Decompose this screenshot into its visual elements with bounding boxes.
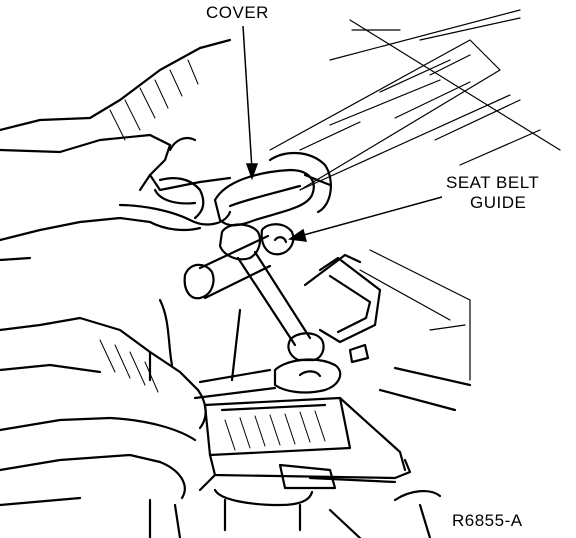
bracket-shading bbox=[224, 410, 326, 451]
figure-code-label: R6855-A bbox=[452, 511, 523, 530]
lower-hand-shading bbox=[99, 339, 159, 393]
cover-label: COVER bbox=[206, 3, 269, 22]
seat-belt-guide bbox=[183, 223, 382, 364]
cover bbox=[213, 151, 332, 227]
lower-hand bbox=[0, 316, 207, 507]
pillar-trim-panel bbox=[269, 9, 561, 381]
hand-shading bbox=[109, 59, 199, 141]
cover-callout bbox=[242, 25, 259, 181]
socket-wrench bbox=[193, 223, 342, 400]
seat-belt-guide-label-line1: SEAT BELT bbox=[446, 173, 540, 192]
seat-belt-guide-callout bbox=[287, 196, 443, 242]
seat-bracket bbox=[148, 298, 472, 538]
upper-hand bbox=[0, 38, 232, 262]
seat-belt-guide-label-line2: GUIDE bbox=[470, 193, 527, 212]
